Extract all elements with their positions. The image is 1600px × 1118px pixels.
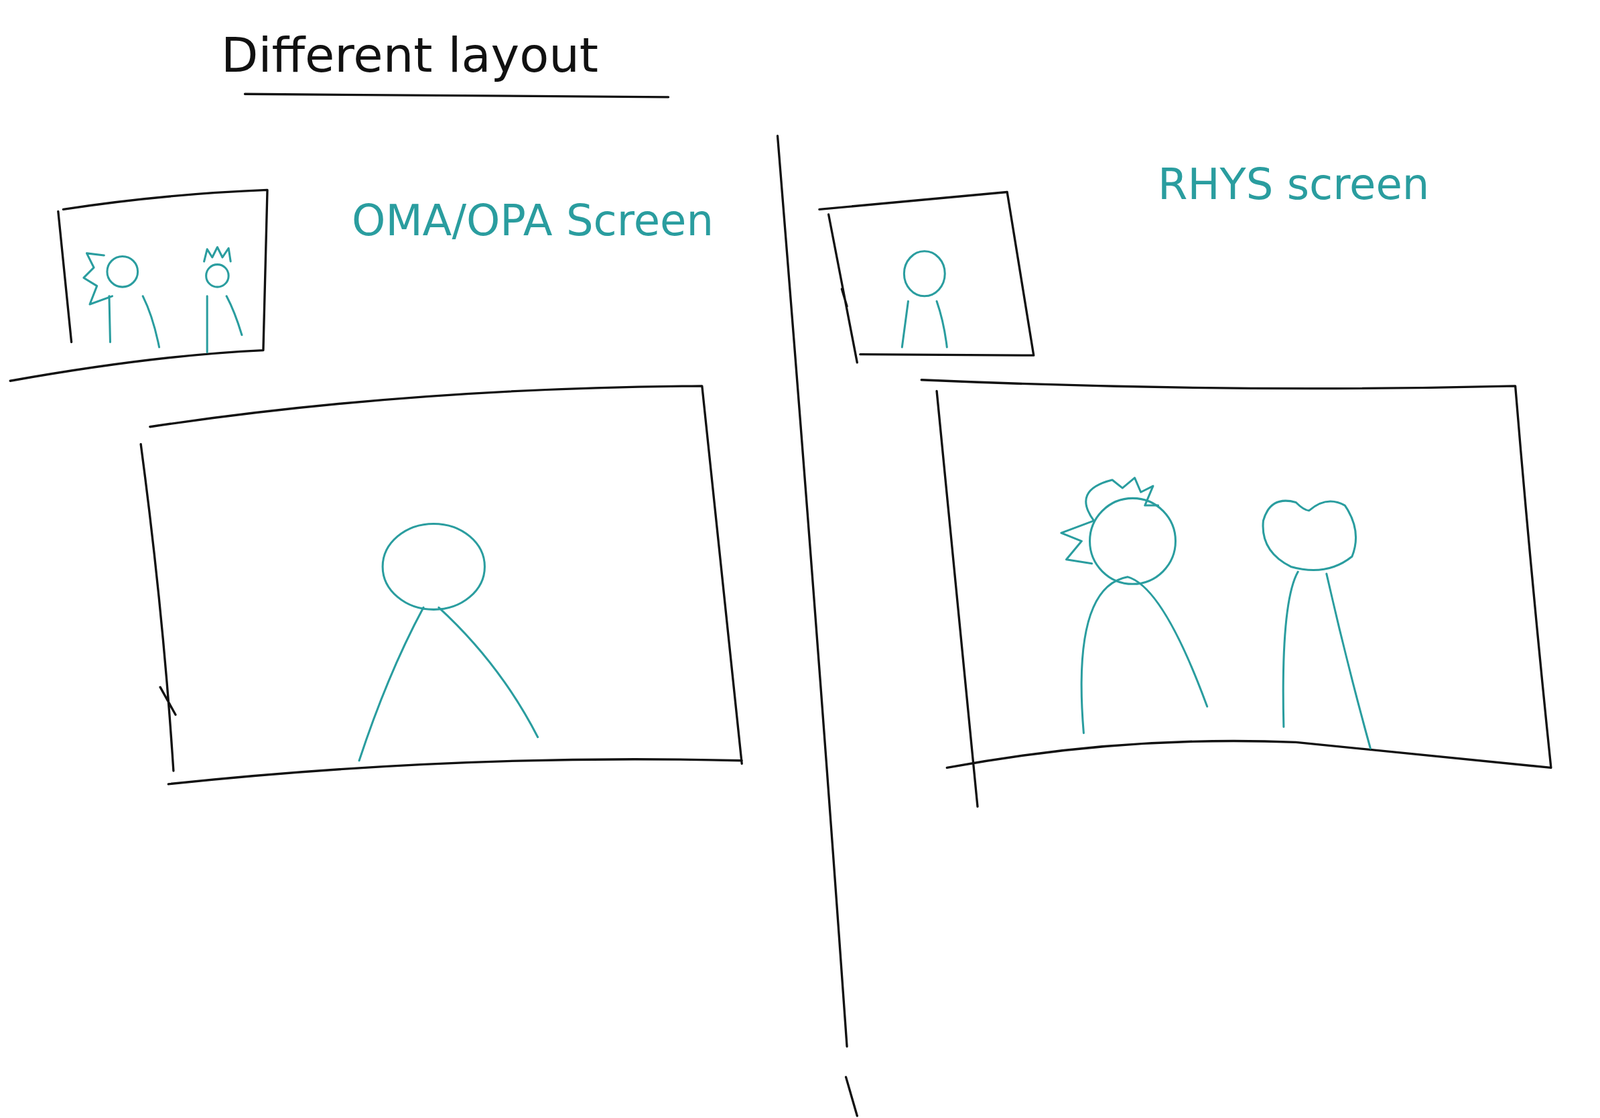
main-screen: [140, 385, 742, 784]
person-figure: [359, 523, 539, 760]
title-underline: [245, 93, 669, 98]
person-figure: [204, 247, 242, 353]
person-figure: [83, 253, 160, 348]
person-figure: [1262, 500, 1371, 748]
sketch-title: Different layout: [221, 26, 599, 84]
screen-label: OMA/OPA Screen: [351, 195, 714, 246]
main-screen: [921, 379, 1552, 807]
divider-line: [777, 136, 847, 1046]
person-figure: [901, 251, 947, 348]
small-screen: [819, 191, 1034, 362]
small-screen: [10, 189, 268, 381]
divider-line: [846, 1076, 858, 1116]
person-figure: [1061, 477, 1208, 733]
screen-label: RHYS screen: [1157, 159, 1430, 210]
